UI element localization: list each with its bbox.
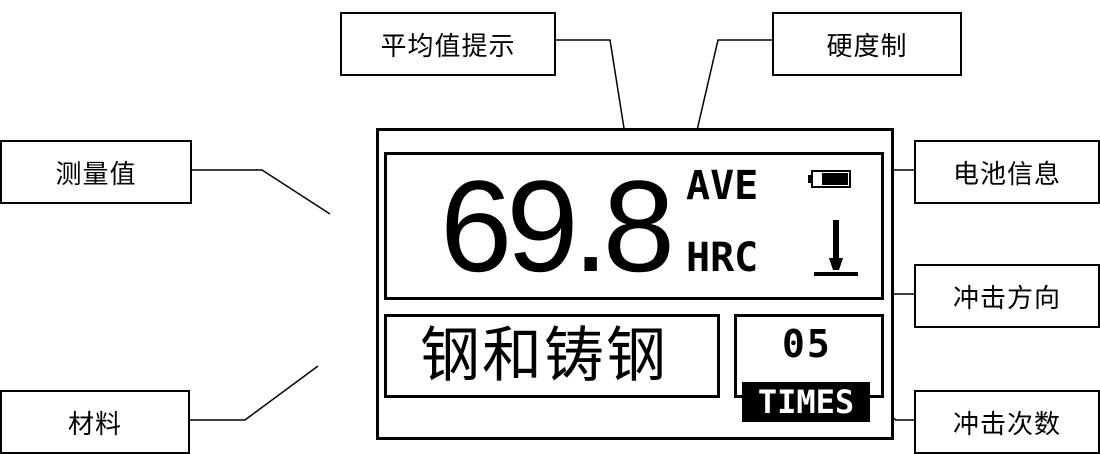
lcd-top-panel bbox=[384, 152, 884, 300]
callout-battery-info-text: 电池信息 bbox=[952, 159, 1061, 190]
callout-hardness-scale-text: 硬度制 bbox=[826, 31, 908, 62]
callout-material-text: 材料 bbox=[67, 409, 122, 440]
measured-value: 69.8 bbox=[440, 153, 675, 299]
callout-average-hint-text: 平均值提示 bbox=[380, 31, 516, 62]
battery-icon bbox=[808, 170, 852, 188]
leader-measured bbox=[190, 169, 331, 215]
callout-measured-value-text: 测量值 bbox=[55, 159, 137, 190]
callout-impact-direction-text: 冲击方向 bbox=[952, 283, 1061, 314]
callout-impact-direction: 冲击方向 bbox=[914, 264, 1100, 328]
hardness-scale: HRC bbox=[686, 235, 759, 281]
impact-count: 05 bbox=[782, 322, 832, 366]
callout-impact-count: 冲击次数 bbox=[914, 390, 1100, 454]
callout-impact-count-text: 冲击次数 bbox=[952, 409, 1061, 440]
impact-direction-icon bbox=[812, 218, 860, 280]
times-label: TIMES bbox=[742, 382, 870, 422]
callout-material: 材料 bbox=[0, 390, 190, 454]
leader-material bbox=[188, 365, 319, 421]
leader-average bbox=[556, 39, 631, 167]
callout-hardness-scale: 硬度制 bbox=[772, 12, 962, 76]
callout-battery-info: 电池信息 bbox=[914, 140, 1100, 204]
material-text: 钢和铸钢 bbox=[420, 321, 668, 391]
callout-measured-value: 测量值 bbox=[0, 140, 192, 204]
lcd-material-panel bbox=[384, 314, 720, 398]
ave-indicator: AVE bbox=[686, 163, 759, 209]
callout-average-hint: 平均值提示 bbox=[340, 12, 556, 76]
